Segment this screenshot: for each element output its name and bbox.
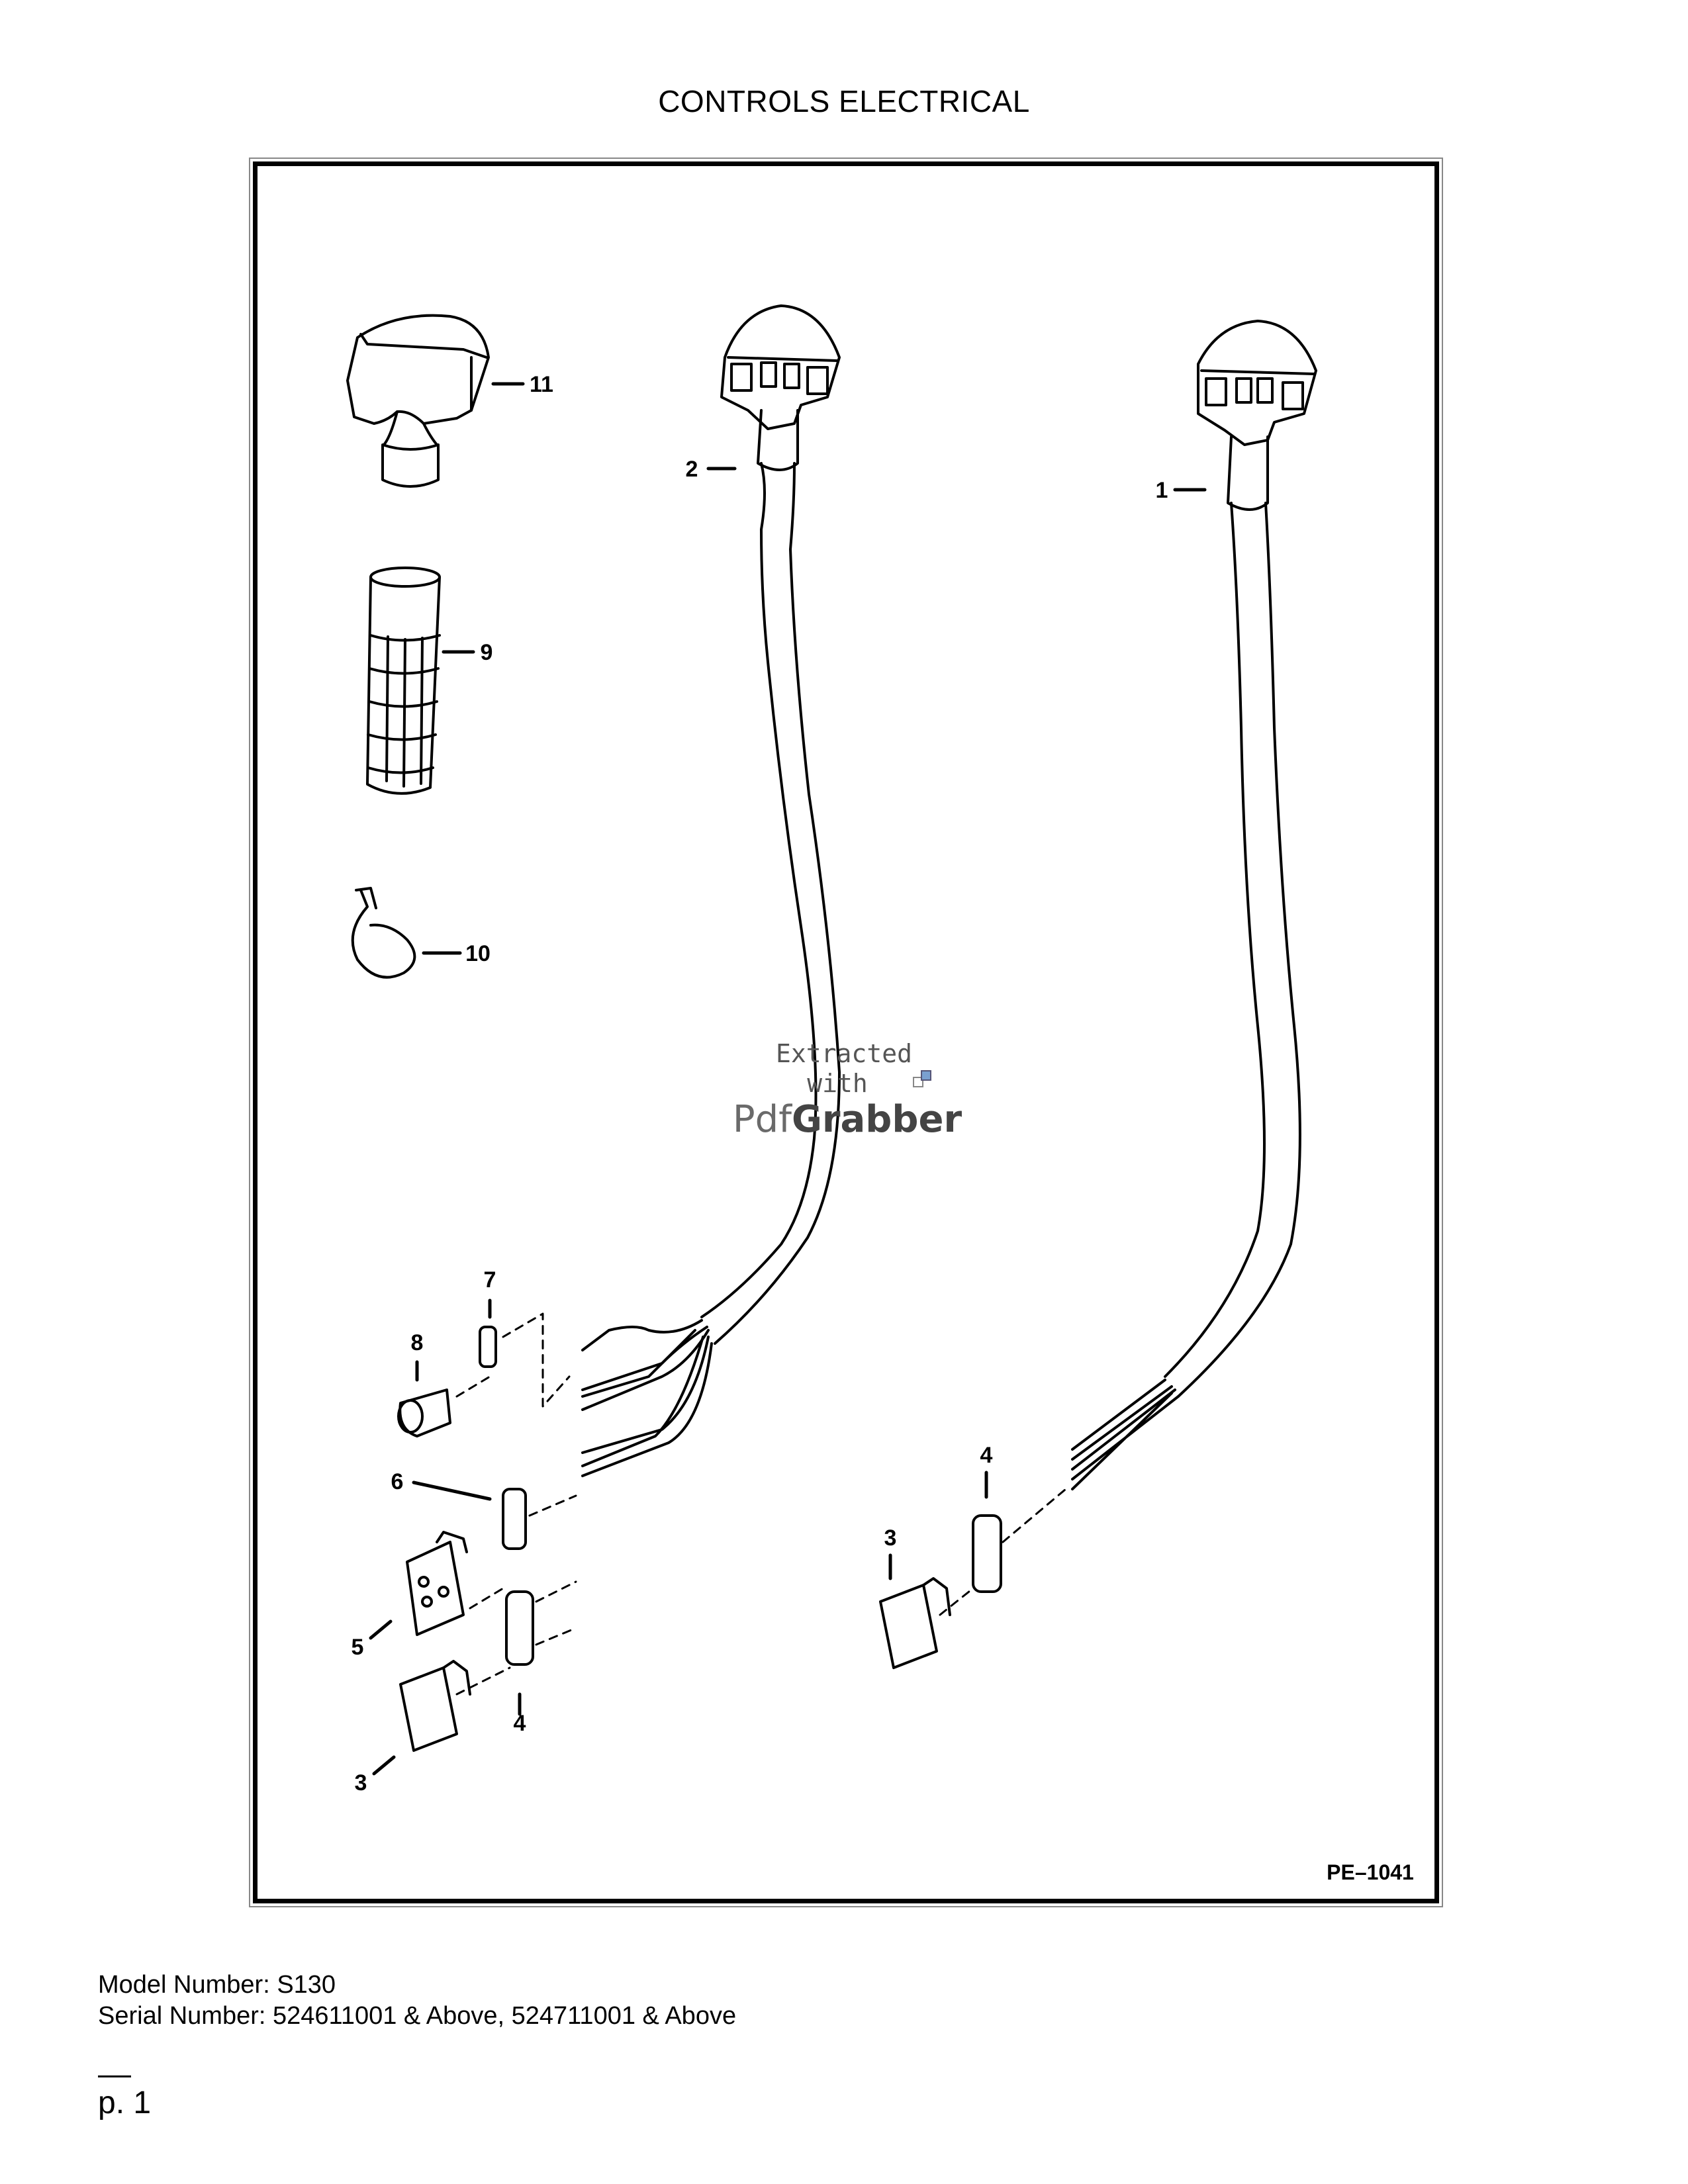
watermark-line2: with: [807, 1069, 868, 1098]
callout-9: 9: [481, 640, 493, 665]
part-2-switch-harness: [581, 304, 841, 1477]
watermark-logo-icon-b: [921, 1070, 931, 1081]
part-10-clamp: [351, 887, 416, 979]
page-number: p. 1: [98, 2085, 152, 2120]
figure-code: PE–1041: [1327, 1860, 1414, 1884]
leader-lines: [369, 382, 1207, 1776]
part-4-seal-left: [505, 1590, 534, 1666]
part-9-grip: [366, 567, 441, 795]
model-number: Model Number: S130: [98, 1971, 336, 1999]
watermark-line1: Extracted: [776, 1039, 912, 1068]
watermark-logo-icon: [913, 1077, 923, 1087]
part-3-connector-right: [879, 1577, 951, 1669]
part-3-connector-left: [399, 1660, 471, 1752]
page-title: CONTROLS ELECTRICAL: [658, 84, 1030, 118]
part-5-connector: [406, 1531, 468, 1636]
callout-5: 5: [352, 1635, 364, 1660]
part-4-seal-right: [972, 1514, 1002, 1593]
part-7-seal: [479, 1326, 497, 1368]
part-8-terminal: [397, 1388, 451, 1437]
callout-2: 2: [686, 457, 698, 482]
figure-frame: [253, 161, 1439, 1903]
watermark-brand-b: Grabber: [792, 1098, 962, 1141]
part-6-seal: [502, 1488, 527, 1550]
dashed-guides: [455, 1312, 1067, 1696]
callout-4-right: 4: [980, 1443, 993, 1468]
callout-8: 8: [411, 1330, 424, 1355]
callout-1: 1: [1156, 478, 1168, 503]
callout-11: 11: [530, 372, 553, 397]
figure-frame-outer: [249, 158, 1443, 1907]
callout-7: 7: [484, 1267, 496, 1293]
watermark-brand-a: Pdf: [733, 1098, 792, 1141]
callout-10: 10: [465, 941, 491, 966]
part-11-handle-knob: [346, 314, 490, 488]
serial-number: Serial Number: 524611001 & Above, 524711…: [98, 2002, 737, 2030]
watermark-brand: PdfGrabber: [733, 1098, 962, 1141]
watermark: Extracted with PdfGrabber: [733, 1039, 962, 1141]
part-1-switch-harness: [1071, 320, 1317, 1490]
callout-3-left: 3: [355, 1770, 367, 1796]
callout-6: 6: [391, 1469, 404, 1494]
callout-3-right: 3: [884, 1525, 897, 1551]
footer-rule: [98, 2075, 131, 2077]
callout-4-left: 4: [514, 1711, 526, 1736]
